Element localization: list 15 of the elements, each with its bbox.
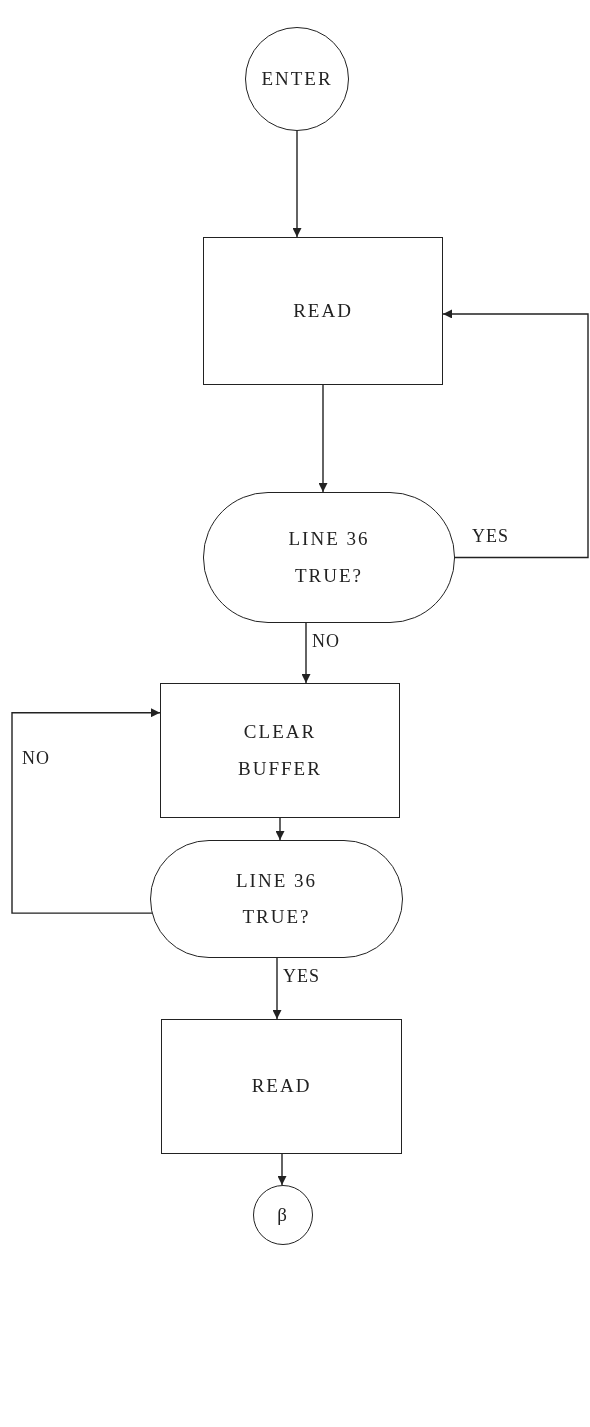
process-box: READ <box>203 237 443 385</box>
arrow <box>272 957 282 1020</box>
arrow <box>442 309 589 559</box>
decision-terminal: LINE 36 TRUE? <box>203 492 455 623</box>
process-box: READ <box>161 1019 402 1154</box>
decision-terminal: LINE 36 TRUE? <box>150 840 403 958</box>
arrow <box>11 708 161 914</box>
arrow <box>277 1153 287 1186</box>
arrow <box>301 622 311 684</box>
connector-circle: β <box>253 1185 313 1245</box>
arrow <box>292 130 302 238</box>
arrow <box>318 384 328 493</box>
terminal-circle: ENTER <box>245 27 349 131</box>
arrow <box>275 817 285 841</box>
process-box: CLEAR BUFFER <box>160 683 400 818</box>
